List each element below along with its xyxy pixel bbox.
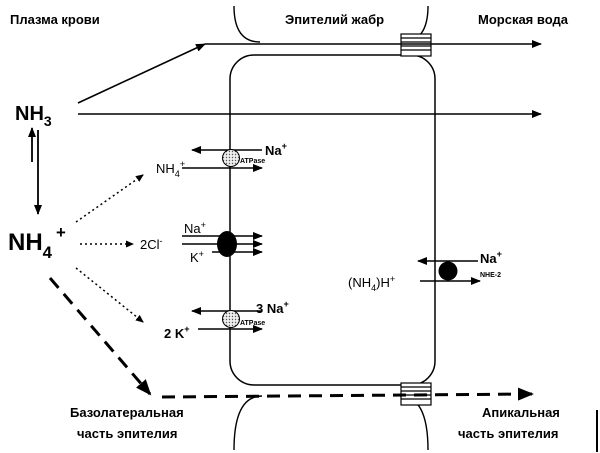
cl-ion-label-nkcc: 2Cl- [140, 236, 163, 252]
nkcc-cotransporter: Na+ 2Cl- K+ [140, 220, 263, 265]
basolateral-label-line1: Базолатеральная [70, 405, 184, 420]
nh3-to-paracellular-arrow [77, 43, 206, 104]
nh4-h-ion-label-nhe2: (NH4)H+ [348, 274, 395, 293]
blood-plasma-label: Плазма крови [10, 12, 100, 27]
nhe2-transporter-icon [438, 261, 458, 281]
nh3-label: NH3 [15, 103, 52, 129]
basolateral-label-line2: часть эпителия [77, 426, 177, 441]
nh4-ion-label-top: NH4+ [156, 159, 185, 179]
nak-atpase-bottom: 3 Na+ ATPase 2 K+ [164, 299, 289, 341]
nh4-to-basolateral-dashed-arrow [48, 277, 152, 396]
paracellular-nh4-dashed-arrow [161, 387, 534, 401]
nhe2-exchanger: Na+ NHE-2 (NH4)H+ [348, 249, 502, 293]
nh4-to-nak-atpase-dotted-arrow [75, 174, 144, 223]
na-ion-label-nkcc: Na+ [184, 220, 206, 236]
k-ion-label-nkcc: K+ [190, 249, 204, 265]
nh4-label: NH4+ [8, 223, 66, 262]
tight-junction-top [400, 33, 432, 57]
atpase-tag-bottom: ATPase [240, 320, 265, 327]
atpase-tag-top: ATPase [240, 158, 265, 165]
atpase-pump-icon-top [222, 149, 240, 167]
cell-membrane [229, 54, 436, 386]
apical-label-line1: Апикальная [482, 405, 560, 420]
apical-label-line2: часть эпителия [458, 426, 558, 441]
gill-epithelium-label: Эпителий жабр [285, 12, 384, 27]
nkcc-transporter-icon [217, 231, 237, 257]
nh4-to-k-site-dotted-arrow [75, 267, 144, 323]
neighbor-cell-bottom-left [233, 395, 263, 451]
epithelial-cell [229, 5, 436, 451]
neighbor-cell-top-left [233, 5, 261, 43]
atpase-pump-icon-bottom [222, 310, 240, 328]
nhe2-tag: NHE-2 [480, 272, 501, 279]
na-ion-label-bottom: 3 Na+ [256, 299, 289, 316]
nak-atpase-top: Na+ ATPase NH4+ [156, 141, 287, 179]
k-ion-label-bottom: 2 K+ [164, 324, 190, 341]
na-ion-label-top: Na+ [265, 141, 287, 158]
sea-water-label: Морская вода [478, 12, 569, 27]
na-ion-label-nhe2: Na+ [480, 249, 502, 266]
